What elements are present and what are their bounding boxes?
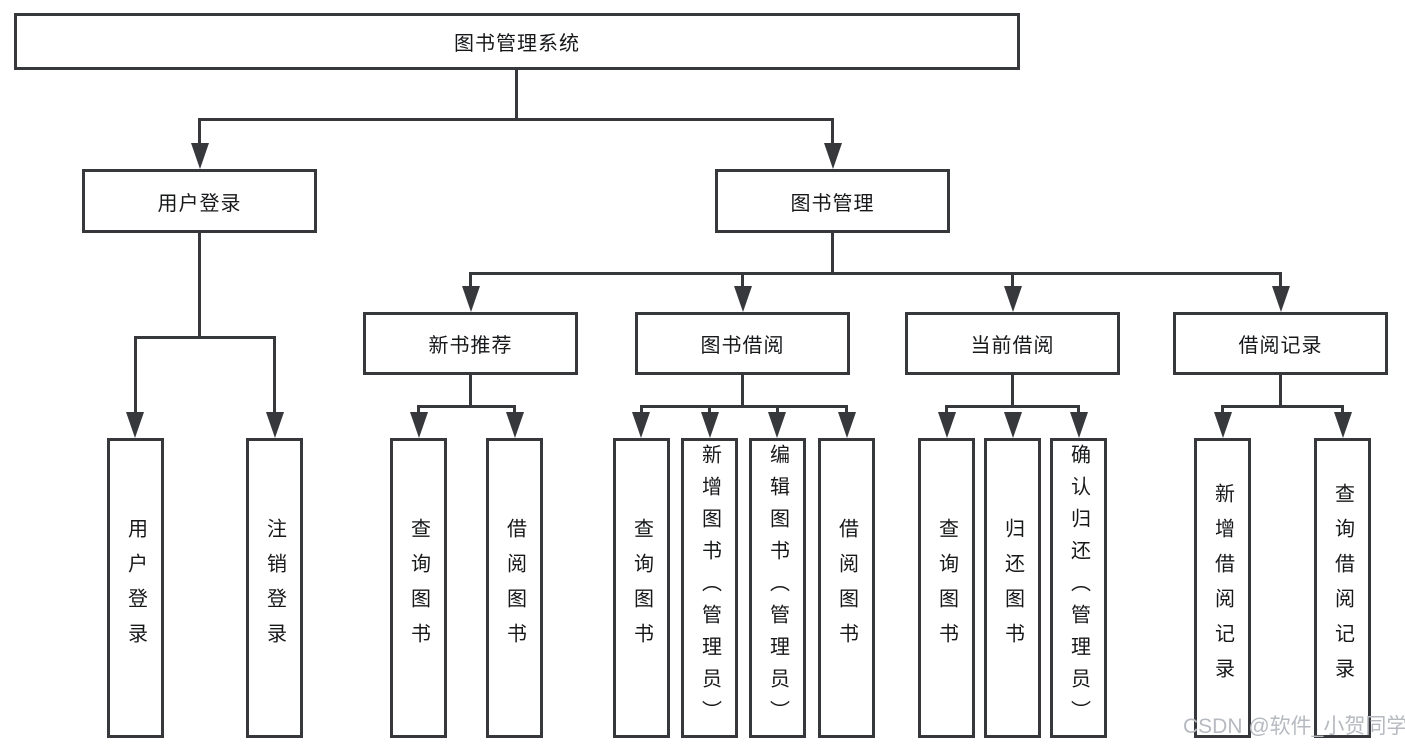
arrow-down-icon: [701, 412, 719, 438]
connector-line: [1279, 375, 1282, 407]
connector-line: [198, 118, 833, 121]
connector-line: [640, 405, 643, 415]
leaf-br-add-record-label: 新增借阅记录: [1211, 483, 1234, 693]
leaf-user-login-label: 用户登录: [124, 518, 147, 658]
connector-line: [469, 272, 1282, 275]
connector-line: [134, 336, 276, 339]
node-new-book-recommend-label: 新书推荐: [428, 335, 513, 357]
leaf-br-query-record-label: 查询借阅记录: [1331, 483, 1354, 693]
node-new-book-recommend: 新书推荐: [363, 312, 578, 375]
arrow-down-icon: [632, 412, 650, 438]
connector-line: [198, 233, 201, 338]
node-library-system: 图书管理系统: [14, 13, 1020, 70]
leaf-bb-add-books-admin-label: 新增图书（管理员）: [698, 444, 721, 732]
connector-line: [198, 118, 201, 146]
arrow-down-icon: [1334, 412, 1352, 438]
leaf-logout-login-label: 注销登录: [263, 518, 286, 658]
leaf-br-add-record: 新增借阅记录: [1194, 438, 1251, 738]
arrow-down-icon: [410, 412, 428, 438]
leaf-bb-query-books-label: 查询图书: [630, 518, 653, 658]
arrow-down-icon: [768, 412, 786, 438]
connector-line: [708, 405, 711, 415]
connector-line: [515, 69, 518, 121]
leaf-logout-login: 注销登录: [246, 438, 303, 738]
leaf-br-query-record: 查询借阅记录: [1314, 438, 1371, 738]
node-book-borrow: 图书借阅: [635, 312, 850, 375]
arrow-down-icon: [462, 286, 480, 312]
leaf-cb-query-books: 查询图书: [918, 438, 975, 738]
arrow-down-icon: [266, 412, 284, 438]
leaf-cb-confirm-return-admin: 确认归还（管理员）: [1050, 438, 1107, 738]
connector-line: [776, 405, 779, 415]
leaf-cb-confirm-return-admin-label: 确认归还（管理员）: [1067, 444, 1090, 732]
leaf-user-login: 用户登录: [107, 438, 164, 738]
connector-line: [831, 233, 834, 274]
connector-line: [1011, 272, 1014, 289]
connector-line: [417, 405, 420, 415]
arrow-down-icon: [838, 412, 856, 438]
connector-line: [273, 336, 276, 416]
connector-line: [1221, 405, 1224, 415]
node-book-management: 图书管理: [715, 169, 950, 233]
node-book-borrow-label: 图书借阅: [700, 335, 785, 357]
arrow-down-icon: [734, 286, 752, 312]
arrow-down-icon: [1070, 412, 1088, 438]
leaf-bb-edit-books-admin-label: 编辑图书（管理员）: [766, 444, 789, 732]
leaf-cb-query-books-label: 查询图书: [935, 518, 958, 658]
leaf-nbr-borrow-books: 借阅图书: [486, 438, 543, 738]
node-user-login: 用户登录: [82, 169, 317, 233]
node-library-system-label: 图书管理系统: [454, 33, 580, 55]
connector-line: [831, 118, 834, 146]
leaf-nbr-borrow-books-label: 借阅图书: [503, 518, 526, 658]
connector-line: [1077, 405, 1080, 415]
arrow-down-icon: [126, 412, 144, 438]
node-current-borrow: 当前借阅: [905, 312, 1120, 375]
connector-line: [741, 375, 744, 407]
connector-line: [469, 272, 472, 289]
connector-line: [1221, 405, 1344, 408]
leaf-bb-query-books: 查询图书: [613, 438, 670, 738]
connector-line: [417, 405, 516, 408]
arrow-down-icon: [938, 412, 956, 438]
connector-line: [469, 375, 472, 407]
connector-line: [1279, 272, 1282, 289]
node-borrow-records-label: 借阅记录: [1238, 335, 1323, 357]
connector-line: [845, 405, 848, 415]
connector-line: [1011, 375, 1014, 407]
connector-line: [640, 405, 847, 408]
arrow-down-icon: [1004, 286, 1022, 312]
node-borrow-records: 借阅记录: [1173, 312, 1388, 375]
leaf-bb-borrow-books: 借阅图书: [818, 438, 875, 738]
connector-line: [513, 405, 516, 415]
arrow-down-icon: [1214, 412, 1232, 438]
arrow-down-icon: [191, 143, 209, 169]
csdn-watermark: CSDN @软件_小贺同学: [1183, 715, 1405, 738]
node-user-login-label: 用户登录: [157, 192, 242, 215]
arrow-down-icon: [1004, 412, 1022, 438]
connector-line: [945, 405, 1080, 408]
leaf-bb-add-books-admin: 新增图书（管理员）: [681, 438, 738, 738]
leaf-cb-return-books-label: 归还图书: [1001, 518, 1024, 658]
leaf-nbr-query-books-label: 查询图书: [407, 518, 430, 658]
arrow-down-icon: [506, 412, 524, 438]
arrow-down-icon: [824, 143, 842, 169]
connector-line: [945, 405, 948, 415]
node-current-borrow-label: 当前借阅: [970, 335, 1055, 357]
connector-line: [741, 272, 744, 289]
arrow-down-icon: [1272, 286, 1290, 312]
leaf-nbr-query-books: 查询图书: [390, 438, 447, 738]
leaf-bb-borrow-books-label: 借阅图书: [835, 518, 858, 658]
connector-line: [134, 336, 137, 416]
connector-line: [1341, 405, 1344, 415]
leaf-cb-return-books: 归还图书: [984, 438, 1041, 738]
leaf-bb-edit-books-admin: 编辑图书（管理员）: [749, 438, 806, 738]
node-book-management-label: 图书管理: [790, 192, 875, 215]
